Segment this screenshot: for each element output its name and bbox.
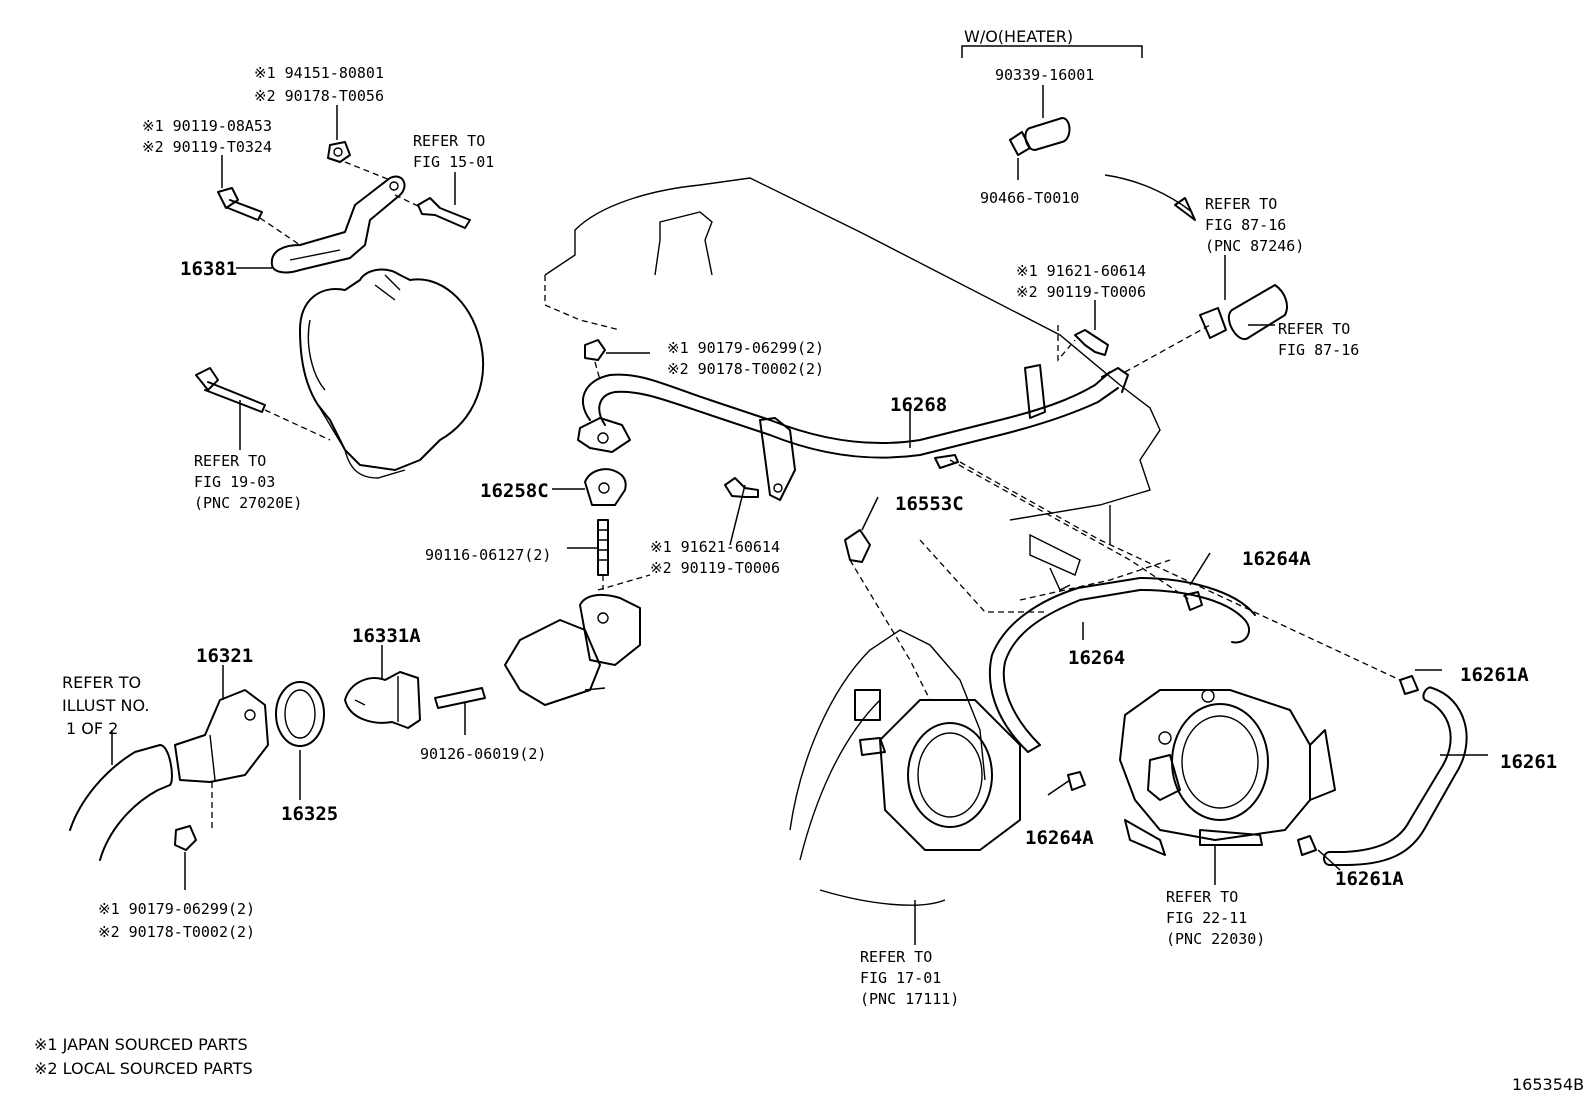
- hose-16264[interactable]: [988, 577, 1256, 753]
- water-inlet-16321[interactable]: [174, 689, 269, 783]
- label-refer19-1: REFER TO: [194, 452, 266, 470]
- engine-block-outline: [544, 177, 1161, 591]
- radiator-hose: [69, 744, 173, 861]
- label-16264a-top: 16264A: [1242, 548, 1311, 570]
- bracket-16381[interactable]: [270, 175, 406, 274]
- label-illust-1: REFER TO: [62, 673, 141, 692]
- intake-manifold: [789, 629, 1021, 906]
- label-91621b-1: ※1 91621-60614: [650, 538, 780, 556]
- label-refer17-2: FIG 17-01: [860, 969, 941, 987]
- legend-local: ※2 LOCAL SOURCED PARTS: [34, 1059, 253, 1078]
- label-refer17-3: (PNC 17111): [860, 990, 959, 1008]
- water-outlet-housing: [504, 593, 641, 706]
- alternator: [299, 268, 484, 479]
- label-refer87a-3: (PNC 87246): [1205, 237, 1304, 255]
- label-90339: 90339-16001: [995, 66, 1094, 84]
- text-labels: W/O(HEATER) ※1 94151-80801 ※2 90178-T005…: [34, 27, 1584, 1094]
- label-16331a: 16331A: [352, 625, 421, 647]
- label-16261a-bottom: 16261A: [1335, 868, 1404, 890]
- label-refer22-3: (PNC 22030): [1166, 930, 1265, 948]
- arrow-head-icon: [1174, 197, 1196, 221]
- bolt-91621-middle[interactable]: [724, 477, 759, 498]
- label-90116: 90116-06127(2): [425, 546, 551, 564]
- nut-94151[interactable]: [327, 141, 351, 163]
- label-refer87b-1: REFER TO: [1278, 320, 1350, 338]
- diagram-id: 165354B: [1512, 1075, 1584, 1094]
- label-94151-1: ※1 94151-80801: [254, 64, 384, 82]
- nut-90179-top[interactable]: [584, 339, 606, 361]
- label-16325: 16325: [281, 803, 338, 825]
- label-refer22-1: REFER TO: [1166, 888, 1238, 906]
- label-90119a-1: ※1 90119-08A53: [142, 117, 272, 135]
- clamp-16261A-top[interactable]: [1399, 675, 1419, 695]
- clamp-16264A-top[interactable]: [1184, 591, 1203, 611]
- label-16321: 16321: [196, 645, 253, 667]
- heater-bracket-line: [961, 45, 1143, 58]
- label-90126: 90126-06019(2): [420, 745, 546, 763]
- label-91621a-2: ※2 90119-T0006: [1016, 283, 1146, 301]
- label-refer87a-1: REFER TO: [1205, 195, 1277, 213]
- clip-16553C[interactable]: [844, 529, 871, 563]
- bolt-fig-19-03[interactable]: [195, 367, 266, 413]
- dashed-leaders: [849, 324, 1401, 701]
- gasket-16325[interactable]: [275, 681, 325, 747]
- stud-90126[interactable]: [434, 687, 486, 709]
- label-refer87b-2: FIG 87-16: [1278, 341, 1359, 359]
- nut-90179-bottom[interactable]: [174, 825, 197, 851]
- label-90179a-2: ※2 90178-T0002(2): [667, 360, 824, 378]
- clamp-fig-87-16[interactable]: [1199, 307, 1227, 339]
- label-90119a-2: ※2 90119-T0324: [142, 138, 272, 156]
- label-refer15-2: FIG 15-01: [413, 153, 494, 171]
- bolt-90119-08A53[interactable]: [217, 187, 263, 221]
- label-illust-3: 1 OF 2: [66, 719, 118, 738]
- label-91621b-2: ※2 90119-T0006: [650, 559, 780, 577]
- label-16261a-top: 16261A: [1460, 664, 1529, 686]
- hose-16261[interactable]: [1323, 686, 1468, 866]
- label-refer15-1: REFER TO: [413, 132, 485, 150]
- stud-fig-15-01[interactable]: [417, 197, 471, 229]
- direction-arrow: [1104, 174, 1193, 213]
- hose-fig-87-16[interactable]: [1227, 284, 1288, 341]
- clamp-16261A-bottom[interactable]: [1297, 835, 1317, 856]
- label-refer19-3: (PNC 27020E): [194, 494, 302, 512]
- leader-lines: [111, 85, 1488, 945]
- label-illust-2: ILLUST NO.: [62, 696, 149, 715]
- label-94151-2: ※2 90178-T0056: [254, 87, 384, 105]
- label-16381: 16381: [180, 258, 237, 280]
- label-refer19-2: FIG 19-03: [194, 473, 275, 491]
- label-16261: 16261: [1500, 751, 1557, 773]
- bolt-91621-top[interactable]: [1074, 329, 1109, 356]
- thermostat-16331A[interactable]: [344, 671, 421, 729]
- water-bypass-pipe-16268[interactable]: [577, 364, 1129, 501]
- label-16553c: 16553C: [895, 493, 964, 515]
- heater-note: W/O(HEATER): [964, 27, 1073, 46]
- label-refer17-1: REFER TO: [860, 948, 932, 966]
- label-16264a-bottom: 16264A: [1025, 827, 1094, 849]
- throttle-body: [1119, 689, 1336, 856]
- label-90179a-1: ※1 90179-06299(2): [667, 339, 824, 357]
- clamp-90466[interactable]: [1009, 131, 1031, 156]
- clamp-16264A-bottom[interactable]: [1067, 771, 1086, 791]
- label-91621a-1: ※1 91621-60614: [1016, 262, 1146, 280]
- legend-japan: ※1 JAPAN SOURCED PARTS: [34, 1035, 248, 1054]
- stud-90116[interactable]: [597, 519, 609, 576]
- label-90179b-1: ※1 90179-06299(2): [98, 900, 255, 918]
- heater-hose-90339[interactable]: [1024, 117, 1071, 151]
- label-16258c: 16258C: [480, 480, 549, 502]
- label-refer22-2: FIG 22-11: [1166, 909, 1247, 927]
- label-refer87a-2: FIG 87-16: [1205, 216, 1286, 234]
- gasket-16258C[interactable]: [584, 468, 627, 506]
- label-16264: 16264: [1068, 647, 1125, 669]
- label-16268: 16268: [890, 394, 947, 416]
- label-90466: 90466-T0010: [980, 189, 1079, 207]
- label-90179b-2: ※2 90178-T0002(2): [98, 923, 255, 941]
